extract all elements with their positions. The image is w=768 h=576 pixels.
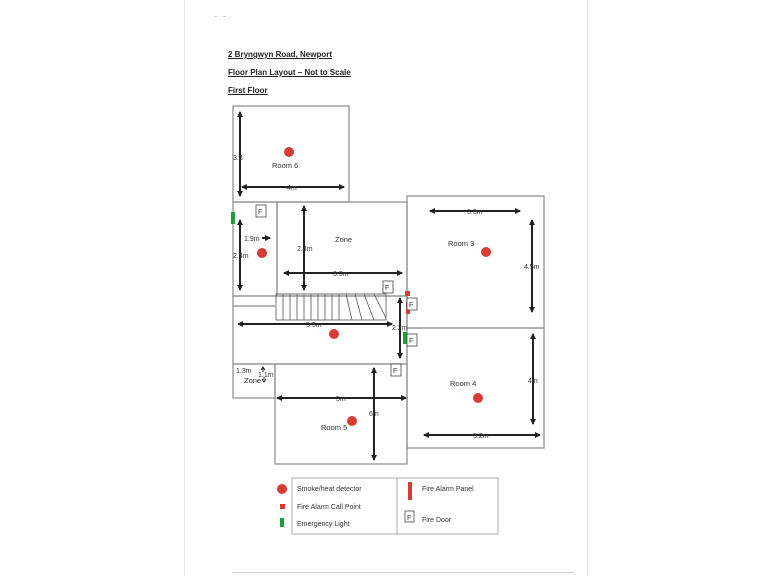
legend-detector-symbol bbox=[277, 484, 287, 494]
fire-door-icon bbox=[406, 297, 418, 311]
room5-horizontal-dim-label: 5m bbox=[336, 396, 346, 403]
zone-lower-down-arrow bbox=[261, 377, 267, 383]
landing-vertical-dim-label: 2.2m bbox=[392, 325, 408, 332]
room5-vertical-dim-label: 6m bbox=[369, 411, 379, 418]
zone-lower-up-arrow bbox=[260, 366, 266, 372]
legend-fire-door-letter: F bbox=[407, 515, 411, 522]
room3-horizontal-dim-label: 3.3m bbox=[467, 209, 483, 216]
fire-alarm-call-point bbox=[405, 291, 410, 296]
emergency-light-left bbox=[231, 212, 235, 224]
page-bottom-rule bbox=[232, 572, 574, 573]
legend-call-point-symbol bbox=[280, 504, 285, 509]
dimension-arrows bbox=[237, 111, 541, 461]
legend-box bbox=[291, 477, 499, 535]
zone-lower-vertical-dim-label: 1.1m bbox=[258, 372, 274, 379]
zone-lower-horizontal-dim-label: 1.3m bbox=[236, 368, 252, 375]
emergency-light-landing bbox=[403, 332, 407, 344]
room4-walls bbox=[406, 327, 545, 449]
fire-door-icon bbox=[406, 333, 418, 347]
room6-label: Room 6 bbox=[272, 161, 298, 170]
detector-room5 bbox=[347, 416, 357, 426]
room3-vertical-dim-label: 4.5m bbox=[524, 264, 540, 271]
fire-doors: F F F F F bbox=[255, 204, 418, 377]
legend-alarm-panel-label: Fire Alarm Panel bbox=[422, 486, 474, 493]
legend-call-point-label: Fire Alarm Call Point bbox=[297, 504, 361, 511]
detector-room4 bbox=[473, 393, 483, 403]
fire-door-icon bbox=[390, 363, 402, 377]
legend-emergency-light-label: Emergency Light bbox=[297, 521, 350, 528]
address-heading: 2 Bryngwyn Road, Newport bbox=[228, 50, 333, 59]
fire-door-letter: F bbox=[385, 285, 389, 292]
dimension-labels: 3.3 4m 1.9m 2.4m 2.4m 3.5m 3.3m 4.5m 5.5… bbox=[233, 155, 540, 440]
margin-scribble: ~·~· bbox=[214, 14, 231, 21]
legend-detector-label: Smoke/heat detector bbox=[297, 486, 362, 493]
fire-door-icon bbox=[382, 280, 394, 294]
smoke-detectors bbox=[257, 147, 491, 426]
walls bbox=[232, 105, 545, 465]
zone-upper-label: Zone bbox=[335, 235, 352, 244]
legend: Smoke/heat detector Fire Alarm Call Poin… bbox=[277, 477, 499, 535]
detector-room6 bbox=[284, 147, 294, 157]
detector-room3 bbox=[481, 247, 491, 257]
room5-label: Room 5 bbox=[321, 423, 347, 432]
room6-vertical-dim-label: 3.3 bbox=[233, 155, 243, 162]
detector-left-strip bbox=[257, 248, 267, 258]
room5-walls bbox=[274, 363, 408, 465]
plan-subtitle: Floor Plan Layout – Not to Scale bbox=[228, 68, 351, 77]
room6-horizontal-dim-label: 4m bbox=[287, 185, 297, 192]
left-strip-vertical-dim-label: 2.4m bbox=[233, 253, 249, 260]
room4-horizontal-dim-label: 5.2m bbox=[473, 433, 489, 440]
room3-label: Room 3 bbox=[448, 239, 474, 248]
fire-door-letter: F bbox=[393, 368, 397, 375]
fire-door-letter: F bbox=[409, 338, 413, 345]
fire-door-letter: F bbox=[258, 209, 262, 216]
staircase bbox=[275, 293, 387, 321]
legend-fire-door-symbol bbox=[404, 510, 415, 523]
room4-vertical-dim-label: 4m bbox=[528, 378, 538, 385]
fire-door-letter: F bbox=[409, 302, 413, 309]
zone-vertical-dim-label: 2.4m bbox=[297, 246, 313, 253]
zone-horizontal-dim-label: 3.5m bbox=[333, 271, 349, 278]
legend-fire-door-label: Fire Door bbox=[422, 517, 452, 524]
left-strip-horizontal-dim-label: 1.9m bbox=[244, 236, 260, 243]
room-names: Room 6 Zone Room 3 Zone Room 4 Room 5 bbox=[244, 161, 476, 432]
landing-horizontal-dim-label: 5.5m bbox=[306, 322, 322, 329]
detector-landing bbox=[329, 329, 339, 339]
floor-heading: First Floor bbox=[228, 86, 268, 95]
room4-label: Room 4 bbox=[450, 379, 476, 388]
fire-door-icon bbox=[255, 204, 267, 218]
zone-lower-label: Zone bbox=[244, 376, 261, 385]
legend-emergency-light-symbol bbox=[280, 518, 284, 527]
legend-alarm-panel-symbol bbox=[408, 482, 412, 500]
